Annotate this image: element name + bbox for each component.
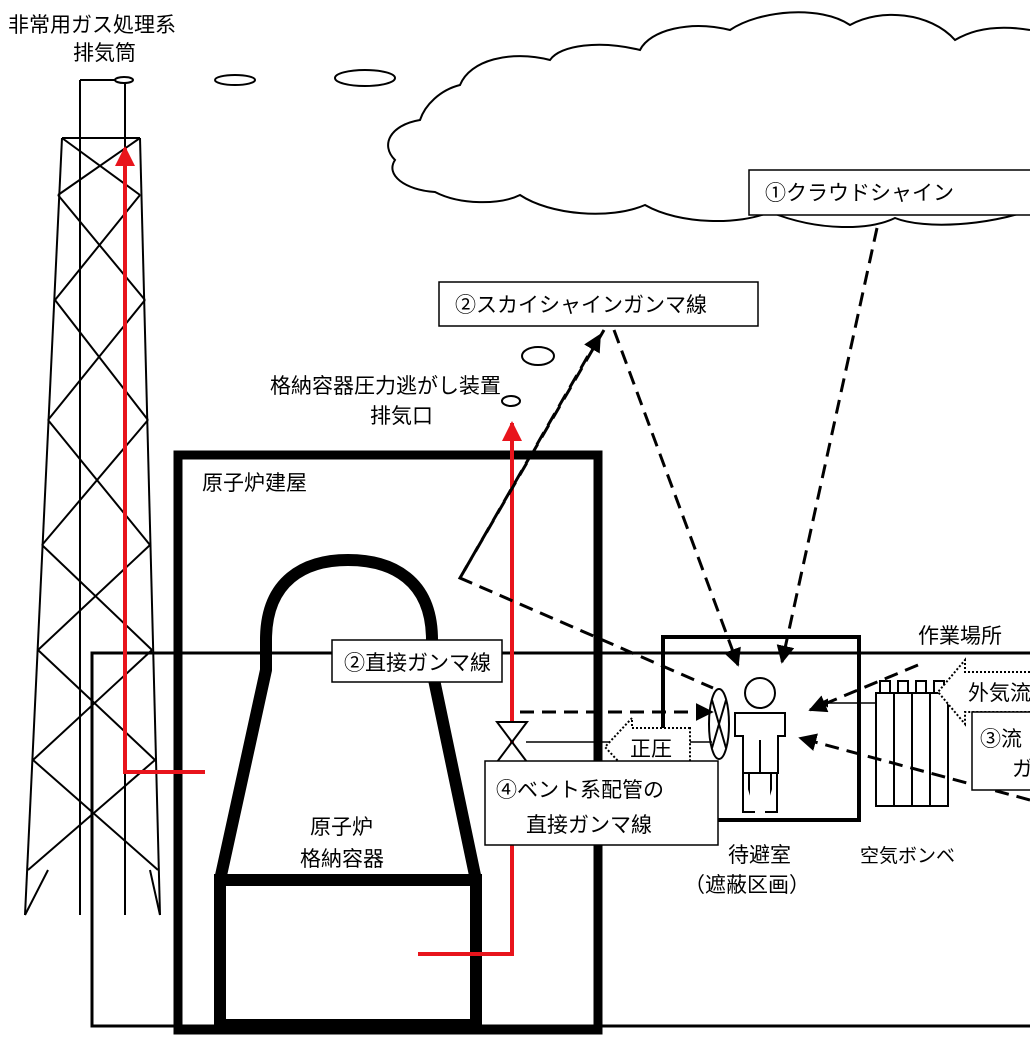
direct-gamma-label: ②直接ガンマ線	[344, 651, 491, 675]
skyshine-label: ②スカイシャインガンマ線	[455, 293, 707, 317]
stack-label-line2: 排気筒	[73, 41, 136, 65]
direct-gamma-box	[331, 639, 503, 683]
vent-pipe-label-line1: ④ベント系配管の	[496, 778, 664, 802]
reactor-building-label: 原子炉建屋	[202, 471, 307, 495]
inflow-label-line2: ガ	[1012, 757, 1030, 781]
stack-label-line1: 非常用ガス処理系	[8, 13, 176, 37]
cloudshine-label: ①クラウドシャイン	[765, 181, 954, 205]
vent-pipe-label-line2: 直接ガンマ線	[526, 813, 652, 837]
air-cylinder-icon	[875, 680, 949, 807]
vent-outlet-label-line2: 排気口	[370, 404, 433, 428]
shelter-label-line1: 待避室	[728, 843, 791, 867]
positive-pressure-label: 正圧	[630, 737, 672, 761]
inflow-box	[971, 711, 1030, 791]
person-icon	[734, 677, 786, 813]
fan-icon	[708, 688, 730, 760]
outside-air-arrow	[936, 657, 1030, 727]
vent-outlet-label-line1: 格納容器圧力逃がし装置	[270, 374, 501, 398]
valve-icon	[495, 721, 529, 763]
cloudshine-box	[748, 169, 1030, 216]
inflow-label-line1: ③流	[980, 727, 1022, 751]
exhaust-puffs	[114, 69, 555, 407]
shelter-label-line2: （遮蔽区画）	[684, 873, 810, 897]
vent-pipe-box	[484, 760, 719, 846]
reactor-label-line1: 原子炉	[310, 815, 373, 839]
reactor-label-line2: 格納容器	[300, 847, 384, 871]
outside-air-label: 外気流	[968, 681, 1030, 705]
air-cylinders-label: 空気ボンベ	[860, 845, 955, 867]
workplace-label: 作業場所	[918, 624, 1002, 648]
skyshine-box	[438, 281, 759, 327]
